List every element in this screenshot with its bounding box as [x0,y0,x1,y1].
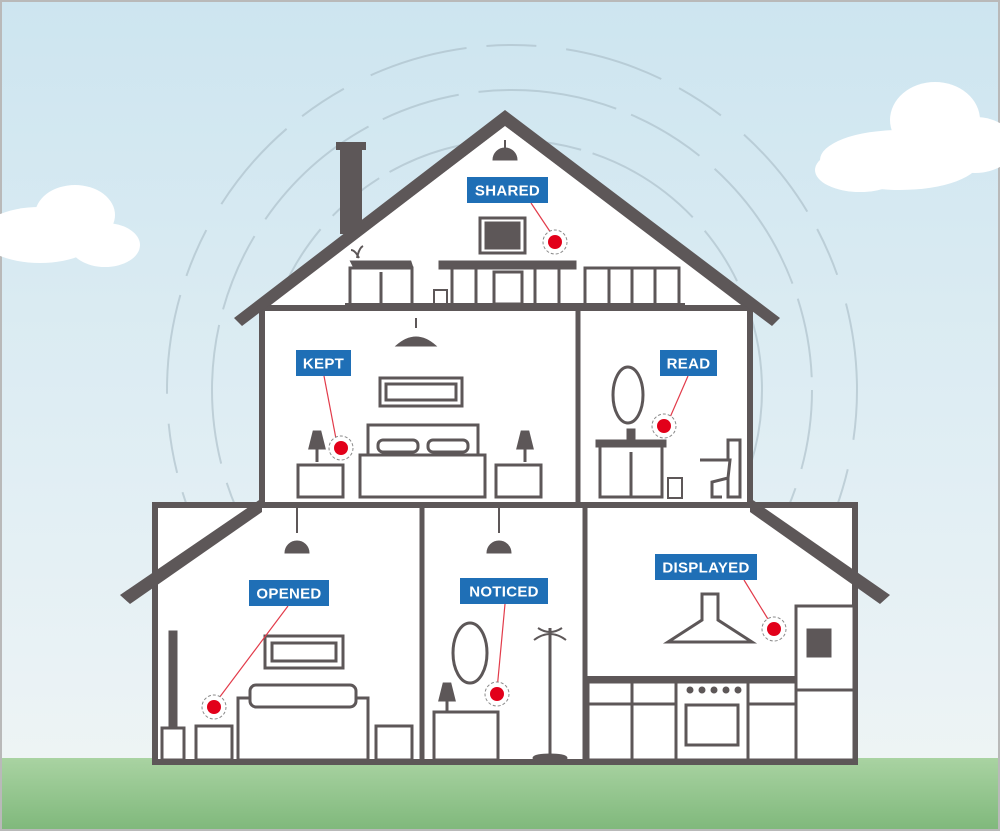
smoke-detector-icon [484,681,510,707]
sensor-read [651,413,677,439]
label-kept-text: KEPT [303,356,344,373]
sensor-displayed [761,616,787,642]
label-kept: KEPT [296,350,351,376]
living-room-furniture [160,630,414,762]
smoke-detector-icon [651,413,677,439]
label-read: READ [660,350,717,376]
pendant-lamp-icon [284,140,518,554]
kitchen-furniture [585,592,856,762]
hallway-furniture [432,621,568,763]
sensor-opened [201,694,227,720]
grass [0,758,1000,831]
smoke-detector-icon [328,435,354,461]
label-read-text: READ [667,356,711,373]
label-opened-text: OPENED [256,586,321,603]
interior-walls [419,308,588,762]
label-shared: SHARED [467,177,548,203]
label-displayed: DISPLAYED [655,554,757,580]
smoke-detector-icon [761,616,787,642]
chimney [340,148,362,234]
label-shared-text: SHARED [475,183,540,200]
label-displayed-text: DISPLAYED [662,560,749,577]
label-noticed-text: NOTICED [469,584,539,601]
cloud-right [815,82,1000,192]
leader-lines [215,202,772,703]
bedroom-furniture [296,376,543,499]
cloud-left [0,185,140,267]
sensor-kept [328,435,354,461]
roof [120,110,890,604]
attic-furniture [345,216,685,308]
sensor-noticed [484,681,510,707]
label-noticed: NOTICED [460,578,548,604]
label-opened: OPENED [249,580,329,606]
bathroom-furniture [595,365,742,499]
smoke-detector-icon [201,694,227,720]
sensor-shared [542,229,568,255]
smoke-detector-icon [542,229,568,255]
